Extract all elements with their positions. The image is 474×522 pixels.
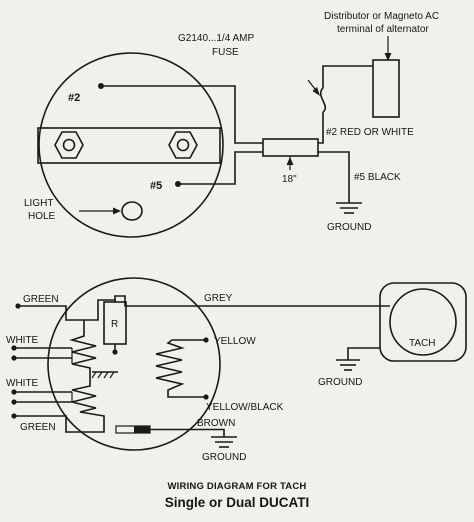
- brown-label: BROWN: [197, 418, 235, 429]
- bottom-diagram: R TACH GREEN WHITE WHITE GREEN: [6, 277, 467, 463]
- left-label-white-lower: WHITE: [6, 378, 39, 389]
- regulator-housing-circle: [47, 277, 221, 451]
- yellow-black-label: YELLOW/BLACK: [206, 402, 284, 413]
- yellow-label: YELLOW: [214, 336, 256, 347]
- fuse-arrow-icon: [312, 87, 320, 96]
- left-label-green-bottom: GREEN: [20, 422, 56, 433]
- tach-ground-label: GROUND: [318, 377, 362, 388]
- wire-5-label: #5 BLACK: [354, 172, 401, 183]
- fuse-icon: [319, 87, 327, 113]
- pickup-housing-circle: [38, 52, 224, 238]
- resistor-bottom-dot: [112, 349, 118, 355]
- mounting-bar: [37, 127, 221, 164]
- right-hex-nut-icon: [168, 131, 198, 159]
- cable-sheath: [262, 138, 319, 157]
- distributor-label-line2: terminal of alternator: [337, 24, 429, 35]
- light-hole-label-line1: LIGHT: [24, 198, 53, 209]
- tach-ground-wire: [347, 347, 380, 360]
- distributor-arrow-icon: [384, 53, 392, 61]
- tach-gauge-housing: [379, 282, 467, 362]
- light-hole-arrow-icon: [113, 207, 121, 215]
- top-ground-label: GROUND: [327, 222, 371, 233]
- left-label-white-upper: WHITE: [6, 335, 39, 346]
- lower-left-coil: [71, 380, 105, 420]
- wire-2-label: #2 RED OR WHITE: [326, 127, 414, 138]
- fuse-label-line1: G2140...1/4 AMP: [178, 33, 254, 44]
- resistor-label: R: [111, 319, 118, 330]
- terminal-5-label: #5: [150, 180, 162, 192]
- light-hole-label-line2: HOLE: [28, 211, 56, 222]
- length-pointer-arrow-icon: [286, 157, 294, 165]
- wire-5-to-ground: [318, 151, 350, 203]
- grey-wire: [114, 295, 390, 307]
- wire-terminal-2: [101, 85, 263, 144]
- wire-fuse-to-distributor: [322, 65, 373, 88]
- cable-length-label: 18": [282, 174, 297, 185]
- terminal-2-label: #2: [68, 92, 80, 104]
- brown-ground-icon: [211, 436, 237, 448]
- caption-line2: Single or Dual DUCATI: [165, 495, 310, 510]
- top-diagram: G2140...1/4 AMP FUSE Distributor or Magn…: [24, 11, 439, 238]
- wire-terminal-5: [178, 151, 263, 185]
- grey-label: GREY: [204, 293, 233, 304]
- resistor-top-lead: [84, 299, 116, 321]
- wire-2-to-fuse: [318, 112, 324, 144]
- left-leads: [11, 303, 105, 433]
- fuse-label-line2: FUSE: [212, 47, 239, 58]
- caption-line1: WIRING DIAGRAM FOR TACH: [168, 481, 307, 492]
- upper-left-coil: [69, 320, 97, 380]
- distributor-label-line1: Distributor or Magneto AC: [324, 11, 439, 22]
- brown-lead-bar: [134, 426, 150, 433]
- brown-ground-label: GROUND: [202, 452, 246, 463]
- right-coil: [155, 339, 206, 398]
- brown-wire: [150, 428, 225, 437]
- left-label-green-top: GREEN: [23, 294, 59, 305]
- tach-gauge-face: [389, 288, 457, 356]
- tach-label: TACH: [409, 338, 435, 349]
- light-hole: [121, 201, 143, 221]
- yellow-black-lead-dot: [203, 394, 209, 400]
- internal-ground-icon: [91, 371, 118, 379]
- distributor-box: [372, 59, 400, 118]
- tach-ground-icon: [336, 359, 360, 371]
- yellow-lead-dot: [203, 337, 209, 343]
- top-ground-icon: [336, 202, 362, 214]
- left-hex-nut-icon: [54, 131, 84, 159]
